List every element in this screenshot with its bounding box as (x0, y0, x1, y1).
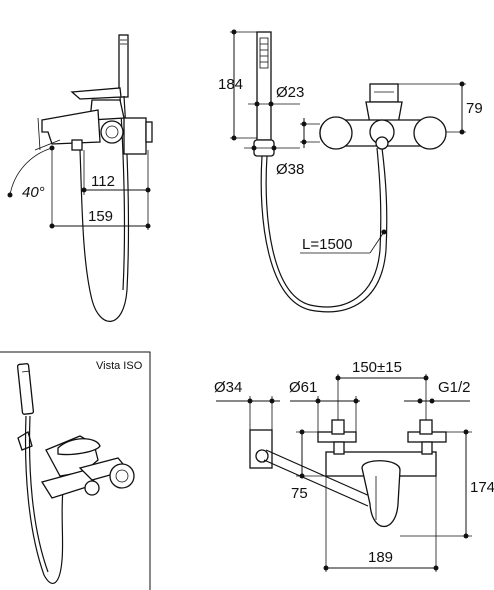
iso-hand-shower (16, 363, 35, 415)
side-angle-arc (9, 147, 53, 196)
angle-label: 40° (22, 184, 45, 201)
dim-hose-length: L=1500 (302, 236, 352, 253)
iso-escutcheon (109, 463, 135, 489)
iso-hose (24, 415, 65, 585)
dim-112: 112 (91, 173, 115, 190)
dim-174: 174 (470, 479, 494, 496)
dim-79: 79 (466, 100, 483, 117)
front-hose (260, 147, 388, 313)
front-lever (369, 83, 399, 103)
side-wall-plate (145, 121, 153, 143)
side-spout (41, 109, 101, 145)
iso-label: Vista ISO (96, 360, 143, 372)
front-outlet (375, 136, 389, 150)
top-lever (361, 460, 401, 528)
dim-d61: Ø61 (289, 379, 317, 396)
dim-150: 150±15 (352, 359, 402, 376)
side-hose (79, 95, 130, 322)
dim-184: 184 (218, 76, 243, 93)
dim-d38: Ø38 (276, 161, 304, 178)
dim-d34: Ø34 (214, 379, 242, 396)
dim-75: 75 (291, 485, 308, 502)
dim-159: 159 (88, 208, 113, 225)
side-outlet (71, 139, 83, 151)
top-nut-left (331, 419, 345, 435)
side-view: 40° 112 159 (7, 34, 153, 322)
top-nut-right (419, 419, 433, 435)
iso-frame (0, 351, 151, 590)
dim-d23: Ø23 (276, 84, 304, 101)
top-hose (265, 449, 373, 498)
side-diverter-knob (100, 120, 124, 144)
iso-view: Vista ISO (0, 351, 151, 590)
top-view: Ø34 Ø61 150±15 G1/2 75 174 (214, 359, 494, 572)
dim-g12: G1/2 (438, 379, 471, 396)
front-view: 184 Ø23 Ø38 79 L=1500 (218, 29, 483, 313)
dim-189: 189 (368, 549, 393, 566)
iso-lever (57, 438, 101, 456)
side-eccentric (123, 117, 147, 155)
front-escutcheon-left (319, 116, 353, 150)
front-escutcheon-right (413, 116, 447, 150)
iso-diverter (84, 480, 100, 496)
front-hand-shower (256, 31, 272, 141)
side-lever (70, 87, 122, 100)
